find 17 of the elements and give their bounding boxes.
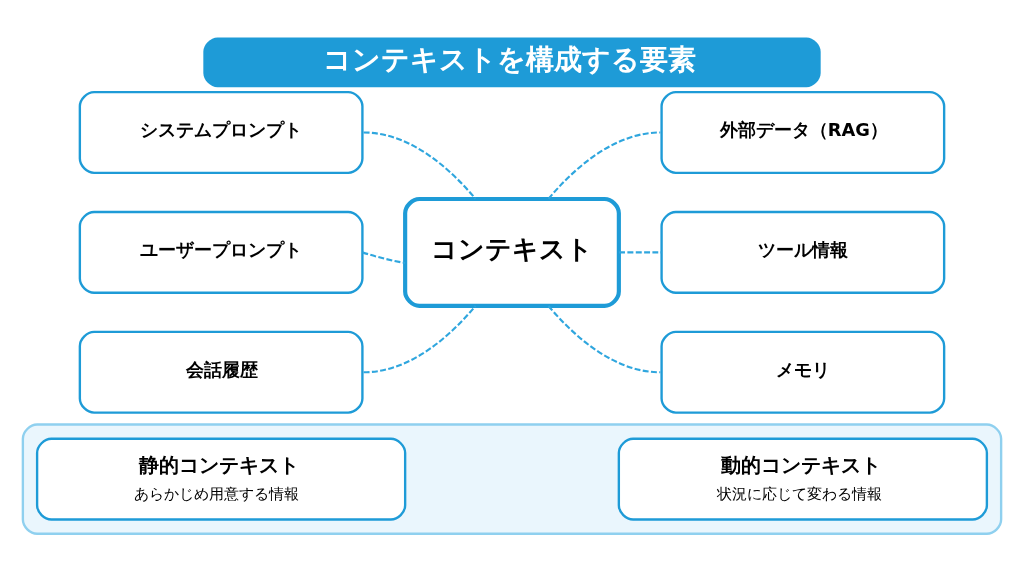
node-box: ツール情報 [660, 210, 946, 294]
node-box: 動的コンテキスト 状況に応じて変わる情報 [617, 437, 989, 521]
connector [547, 305, 661, 374]
connector [362, 251, 406, 265]
cluster [21, 423, 1003, 535]
connector [619, 251, 662, 254]
node-box: コンテキスト [403, 196, 621, 308]
connector [547, 131, 661, 200]
node-box: 静的コンテキスト あらかじめ用意する情報 [35, 437, 407, 521]
node-box: ユーザープロンプト [78, 210, 364, 294]
node-box: 外部データ（RAG） [660, 90, 946, 175]
diagram-title: コンテキストを構成する要素 [322, 42, 696, 76]
connector [363, 131, 477, 200]
connector [363, 305, 477, 374]
node-box: メモリ [660, 330, 946, 414]
node-box: 会話履歴 [78, 330, 364, 414]
node-box: システムプロンプト [78, 90, 364, 175]
